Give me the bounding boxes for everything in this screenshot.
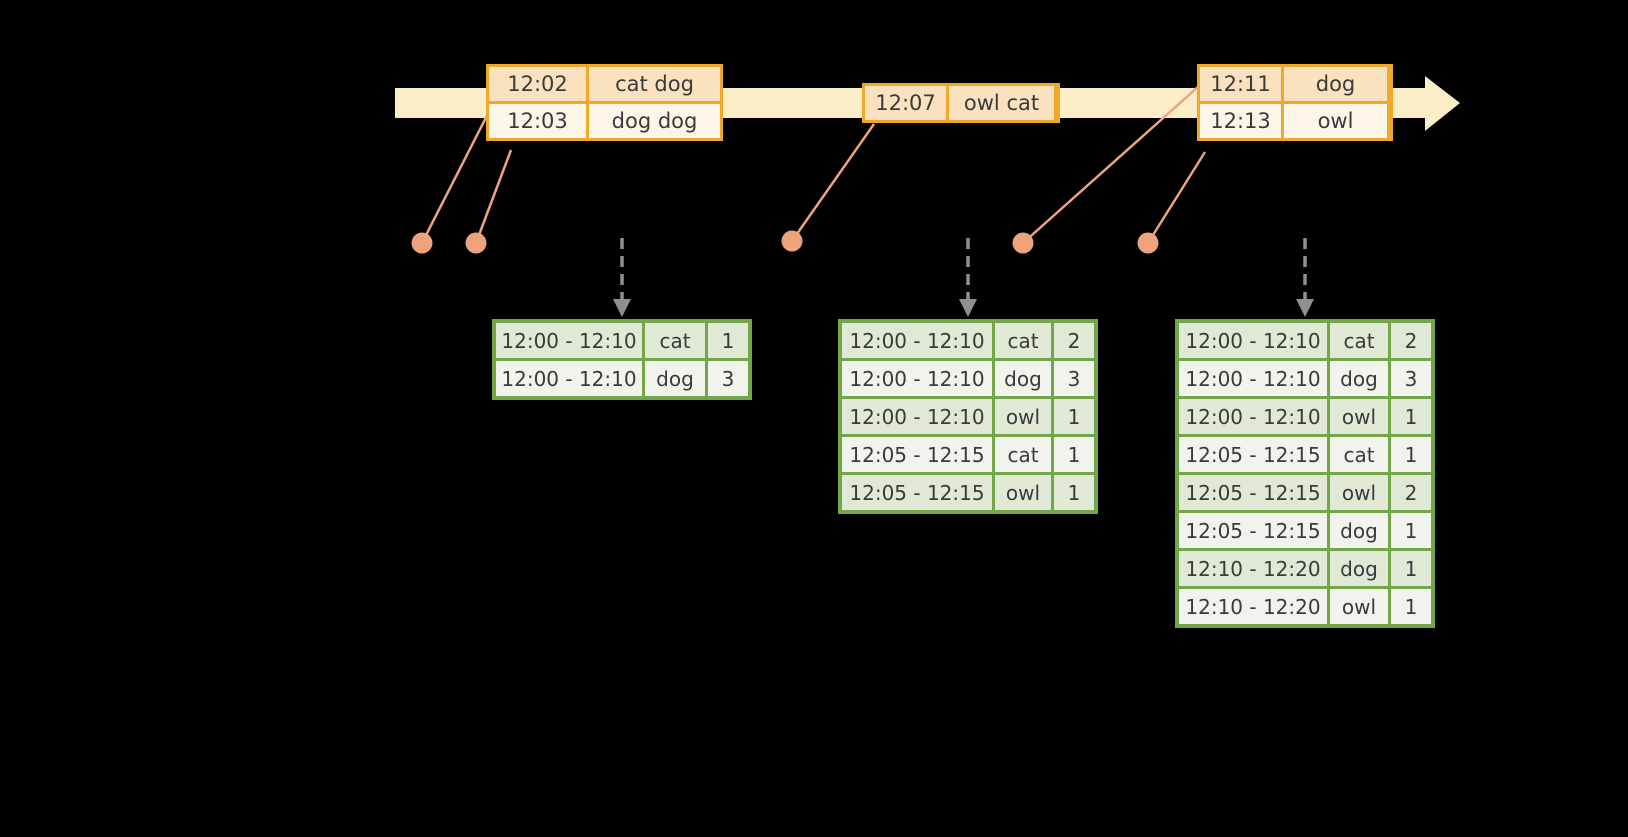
event-dot — [465, 232, 487, 254]
emit-arrow-icon — [1296, 299, 1314, 317]
event-words-cell: dog dog — [589, 104, 720, 138]
result-table-2: 12:00 - 12:10 cat 2 12:00 - 12:10 dog 3 … — [838, 319, 1098, 514]
event-connector-line — [474, 149, 513, 244]
key-cell: cat — [1330, 323, 1388, 358]
key-cell: cat — [995, 323, 1051, 358]
count-cell: 1 — [708, 323, 748, 358]
key-cell: dog — [1330, 361, 1388, 396]
count-cell: 1 — [1054, 475, 1094, 510]
event-connector-line — [790, 123, 876, 242]
event-words-cell: owl — [1284, 104, 1387, 138]
count-cell: 1 — [1391, 437, 1431, 472]
window-cell: 12:05 - 12:15 — [842, 437, 992, 472]
key-cell: owl — [1330, 399, 1388, 434]
event-box-2: 12:07 owl cat — [862, 83, 1060, 123]
emit-arrow-icon — [613, 299, 631, 317]
count-cell: 3 — [708, 361, 748, 396]
key-cell: owl — [1330, 475, 1388, 510]
key-cell: dog — [1330, 551, 1388, 586]
key-cell: cat — [995, 437, 1051, 472]
event-words-cell: cat dog — [589, 67, 720, 101]
result-table-1: 12:00 - 12:10 cat 1 12:00 - 12:10 dog 3 — [492, 319, 752, 400]
key-cell: dog — [1330, 513, 1388, 548]
event-box-3: 12:11 dog 12:13 owl — [1197, 64, 1393, 141]
result-table-3: 12:00 - 12:10 cat 2 12:00 - 12:10 dog 3 … — [1175, 319, 1435, 628]
count-cell: 1 — [1054, 399, 1094, 434]
window-cell: 12:10 - 12:20 — [1179, 551, 1327, 586]
window-cell: 12:00 - 12:10 — [842, 361, 992, 396]
key-cell: cat — [645, 323, 705, 358]
key-cell: owl — [995, 475, 1051, 510]
window-cell: 12:05 - 12:15 — [842, 475, 992, 510]
event-time-cell: 12:07 — [865, 86, 946, 120]
event-words-cell: owl cat — [949, 86, 1054, 120]
event-dot — [1012, 232, 1034, 254]
event-time-cell: 12:13 — [1200, 104, 1281, 138]
window-cell: 12:05 - 12:15 — [1179, 513, 1327, 548]
window-cell: 12:00 - 12:10 — [842, 323, 992, 358]
count-cell: 3 — [1054, 361, 1094, 396]
count-cell: 2 — [1054, 323, 1094, 358]
timeline-arrowhead-icon — [1425, 76, 1460, 131]
key-cell: owl — [1330, 589, 1388, 624]
event-connector-line — [1022, 85, 1200, 244]
count-cell: 3 — [1391, 361, 1431, 396]
count-cell: 2 — [1391, 475, 1431, 510]
event-time-cell: 12:02 — [489, 67, 586, 101]
window-cell: 12:05 - 12:15 — [1179, 475, 1327, 510]
count-cell: 1 — [1391, 399, 1431, 434]
count-cell: 1 — [1391, 589, 1431, 624]
count-cell: 1 — [1054, 437, 1094, 472]
key-cell: cat — [1330, 437, 1388, 472]
key-cell: dog — [645, 361, 705, 396]
event-connector-line — [1146, 151, 1207, 244]
event-time-cell: 12:11 — [1200, 67, 1281, 101]
emit-arrow-icon — [959, 299, 977, 317]
key-cell: dog — [995, 361, 1051, 396]
window-cell: 12:05 - 12:15 — [1179, 437, 1327, 472]
count-cell: 1 — [1391, 513, 1431, 548]
key-cell: owl — [995, 399, 1051, 434]
window-cell: 12:00 - 12:10 — [496, 361, 642, 396]
window-cell: 12:00 - 12:10 — [1179, 399, 1327, 434]
event-time-cell: 12:03 — [489, 104, 586, 138]
window-cell: 12:00 - 12:10 — [1179, 323, 1327, 358]
count-cell: 2 — [1391, 323, 1431, 358]
event-dot — [1137, 232, 1159, 254]
window-cell: 12:00 - 12:10 — [1179, 361, 1327, 396]
event-box-1: 12:02 cat dog 12:03 dog dog — [486, 64, 723, 141]
window-cell: 12:10 - 12:20 — [1179, 589, 1327, 624]
count-cell: 1 — [1391, 551, 1431, 586]
window-cell: 12:00 - 12:10 — [842, 399, 992, 434]
event-dot — [411, 232, 433, 254]
event-words-cell: dog — [1284, 67, 1387, 101]
event-dot — [781, 230, 803, 252]
window-cell: 12:00 - 12:10 — [496, 323, 642, 358]
